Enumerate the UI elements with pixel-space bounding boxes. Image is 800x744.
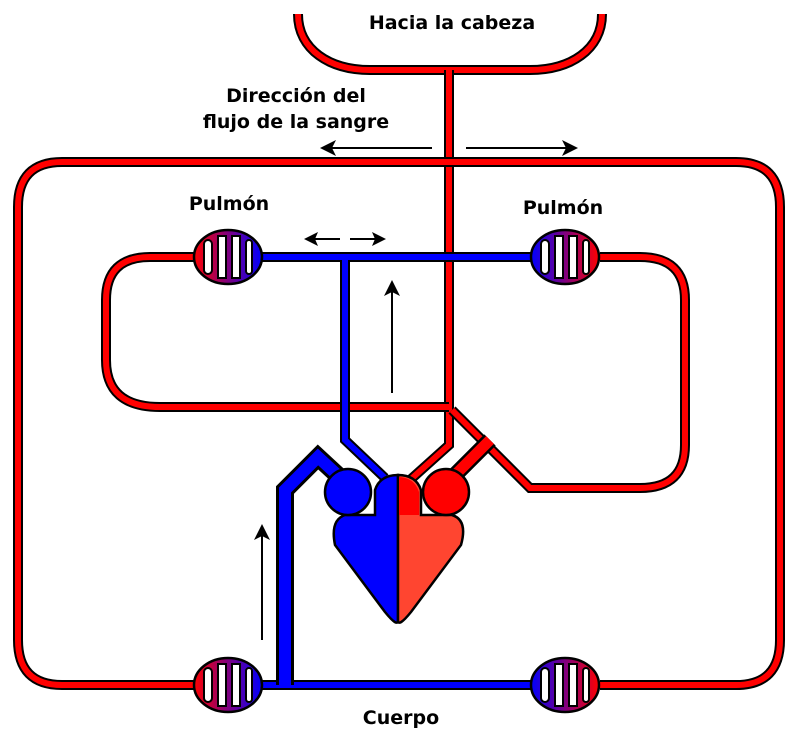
right-atrium — [323, 467, 373, 517]
pulmonary-artery — [262, 252, 535, 482]
arrow-right-small-icon — [350, 232, 386, 246]
body-capillary-right — [529, 656, 601, 714]
systemic-artery-loop — [13, 157, 785, 690]
left-atrium — [421, 467, 471, 517]
label-lung-left: Pulmón — [189, 193, 269, 215]
heart — [323, 467, 471, 624]
body-capillary-left — [192, 656, 264, 714]
label-lung-right: Pulmón — [523, 197, 603, 219]
arrow-up-icon — [384, 280, 400, 393]
head-vessel-loop — [293, 13, 607, 484]
arrow-up-vein-icon — [254, 524, 270, 640]
label-head: Hacia la cabeza — [369, 12, 535, 34]
pulmonary-vein-loops — [101, 252, 690, 493]
lung-left — [192, 228, 264, 286]
arrow-left-icon — [320, 140, 432, 156]
arrow-right-icon — [466, 140, 578, 156]
right-ventricle — [332, 473, 400, 624]
label-body: Cuerpo — [363, 707, 439, 729]
label-flow-line1: Dirección del — [226, 85, 366, 107]
arrow-left-small-icon — [304, 232, 340, 246]
body-veins — [262, 444, 535, 690]
flow-arrows — [254, 140, 578, 640]
label-flow-line2: flujo de la sangre — [203, 111, 389, 133]
lung-right — [529, 228, 601, 286]
